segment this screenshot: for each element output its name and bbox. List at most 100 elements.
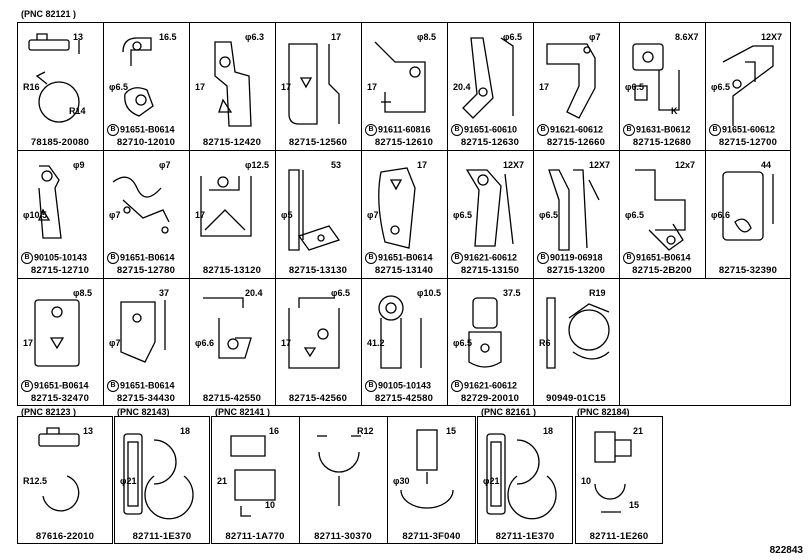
bolt-part-number: 91621-60612 <box>464 380 518 391</box>
part-illustration <box>635 169 686 251</box>
part-illustration <box>28 33 80 123</box>
part-number: 82711-1A770 <box>225 531 285 542</box>
dimension-label: 16 <box>269 426 280 436</box>
part-number: 82715-12780 <box>116 265 176 276</box>
grid-line <box>17 150 791 152</box>
bolt-symbol-icon: B <box>365 380 377 392</box>
dimension-label: φ7 <box>159 160 171 170</box>
part-number: 78185-20080 <box>30 137 90 148</box>
part-number: 82715-13200 <box>546 265 606 276</box>
dimension-label: φ30 <box>393 476 410 486</box>
part-illustration <box>214 41 252 127</box>
dimension-label: 17 <box>23 338 34 348</box>
part-number: 82711-30370 <box>314 531 372 542</box>
bolt-symbol-icon: B <box>107 252 119 264</box>
bolt-symbol-icon: B <box>21 252 33 264</box>
part-illustration <box>288 169 341 251</box>
dimension-label: R12 <box>357 426 374 436</box>
part-illustration <box>468 297 502 368</box>
grid-line <box>447 278 449 406</box>
dimension-label: φ6.5 <box>539 210 558 220</box>
part-illustration <box>120 300 166 363</box>
dimension-label: φ10.5 <box>23 210 47 220</box>
part-number: 82711-3F040 <box>402 531 461 542</box>
part-number: 82715-12680 <box>632 137 692 148</box>
grid-line <box>275 278 277 406</box>
dimension-label: 10 <box>265 500 276 510</box>
pnc-label-82123: (PNC 82123 ) <box>21 407 77 417</box>
grid-line <box>189 22 191 278</box>
dimension-label: φ9 <box>73 160 85 170</box>
grid-line <box>387 416 389 544</box>
dimension-label: 17 <box>417 160 428 170</box>
dimension-label: φ6.3 <box>245 32 264 42</box>
part-number: 82715-12420 <box>202 137 262 148</box>
grid-line <box>447 22 449 278</box>
part-illustration <box>465 169 514 247</box>
bolt-symbol-icon: B <box>451 252 463 264</box>
bolt-part-number: 91621-60612 <box>464 252 518 263</box>
group-82141 <box>211 416 476 544</box>
grid-line <box>619 278 621 406</box>
figure-number: 822843 <box>769 545 803 556</box>
dimension-label: 41.2 <box>367 338 385 348</box>
part-illustration <box>632 43 680 111</box>
part-number: 82715-12660 <box>546 137 606 148</box>
dimension-label: φ7 <box>109 338 121 348</box>
grid-line <box>361 278 363 406</box>
dimension-label: φ6.6 <box>711 210 730 220</box>
dimension-label: 18 <box>180 426 191 436</box>
dimension-label: φ6.5 <box>331 288 350 298</box>
dimension-label: 17 <box>281 338 292 348</box>
part-number: 82711-1E370 <box>495 531 555 542</box>
dimension-label: 20.4 <box>245 288 263 298</box>
dimension-label: φ6.6 <box>195 338 214 348</box>
bolt-symbol-icon: B <box>21 380 33 392</box>
part-illustration <box>594 431 632 513</box>
dimension-label: 17 <box>539 82 550 92</box>
dimension-label: 8.6X7 <box>675 32 699 42</box>
dimension-label: 15 <box>629 500 640 510</box>
dimension-label: 53 <box>331 160 342 170</box>
dimension-label: φ21 <box>120 476 137 486</box>
dimension-label: φ7 <box>109 210 121 220</box>
dimension-label: 12X7 <box>503 160 525 170</box>
part-number: 82715-32390 <box>718 265 778 276</box>
bolt-part-number: 91651-B0614 <box>34 380 89 391</box>
part-number: 82711-1E260 <box>589 531 649 542</box>
dimension-label: 12x7 <box>675 160 696 170</box>
part-number: 82715-42580 <box>374 393 434 404</box>
part-illustration <box>546 43 596 119</box>
dimension-label: 17 <box>195 210 206 220</box>
dimension-label: 16.5 <box>159 32 177 42</box>
dimension-label: 17 <box>367 82 378 92</box>
dimension-label: 37 <box>159 288 170 298</box>
bolt-part-number: 91651-B0614 <box>120 380 175 391</box>
grid-line <box>619 22 621 278</box>
bolt-part-number: 90105-10143 <box>34 252 88 263</box>
part-illustration <box>548 169 600 251</box>
dimension-label: 12X7 <box>761 32 783 42</box>
part-number: 82715-12630 <box>460 137 520 148</box>
